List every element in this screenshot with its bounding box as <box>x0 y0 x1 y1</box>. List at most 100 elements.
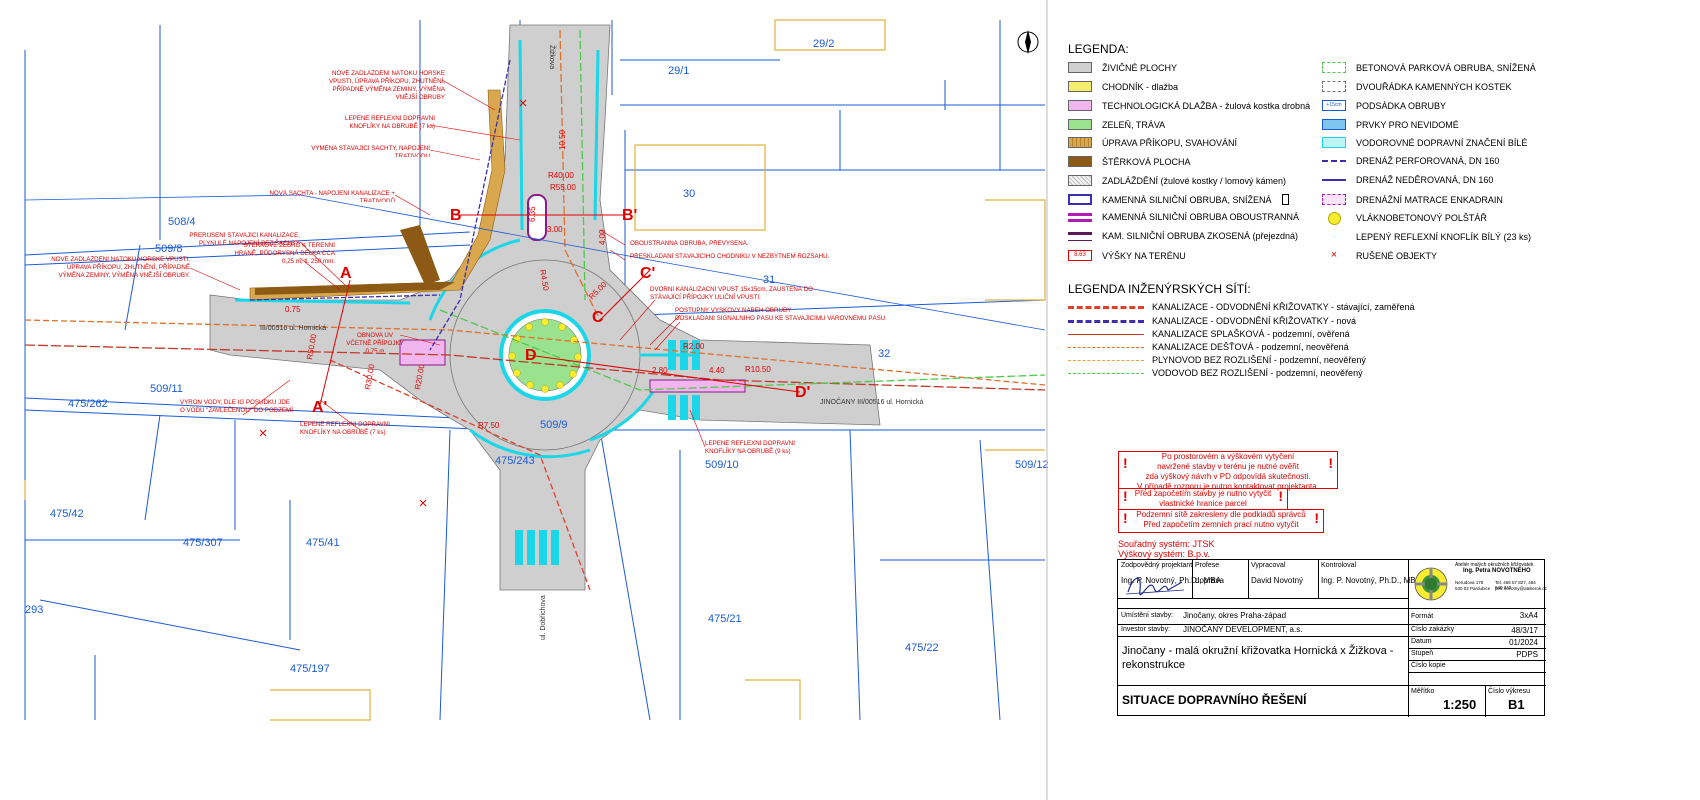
parcel-label: 475/42 <box>50 508 84 520</box>
utility-item: KANALIZACE DEŠŤOVÁ - podzemní, neověřená <box>1068 342 1349 352</box>
annotation-note: OBNOVA UV VČETNĚ PŘÍPOJKY 0,75 m <box>346 332 404 352</box>
utility-item: KANALIZACE - ODVODNĚNÍ KŘIŽOVATKY - nová <box>1068 316 1356 326</box>
legend-swatch <box>1068 62 1092 73</box>
legend-swatch <box>1322 160 1346 162</box>
drawing-title: SITUACE DOPRAVNÍHO ŘEŠENÍ <box>1122 693 1307 707</box>
annotation-note: POSTUPNÝ VÝŠKOVÝ NÁBĚH OBRUBY <box>675 307 792 314</box>
utility-item: KANALIZACE - ODVODNĚNÍ KŘIŽOVATKY - stáv… <box>1068 302 1415 312</box>
legend-item: ÚPRAVA PŘÍKOPU, SVAHOVÁNÍ <box>1068 137 1237 148</box>
parcel-label: 508/4 <box>168 216 196 228</box>
dimension: 4.40 <box>709 366 725 375</box>
parcel-label: 475/41 <box>306 537 340 549</box>
parcel-label: 475/197 <box>290 663 330 675</box>
splitter-islands <box>399 194 746 393</box>
legend-item: KAMENNÁ SILNIČNÍ OBRUBA OBOUSTRANNÁ <box>1068 212 1299 222</box>
legend-item: DVOUŘÁDKA KAMENNÝCH KOSTEK <box>1322 81 1512 92</box>
label-drawn-by: Vypracoval <box>1251 562 1286 569</box>
coordinate-system: Souřadný systém: JTSK <box>1118 539 1215 549</box>
legend-swatch <box>1322 137 1346 148</box>
section-mark: D <box>525 347 537 364</box>
legend-title: LEGENDA: <box>1068 42 1129 56</box>
legend-item: DRENÁŽ NEDĚROVANÁ, DN 160 <box>1322 175 1493 185</box>
parcel-label: 475/22 <box>905 642 939 654</box>
parcel-label: 475/307 <box>183 537 223 549</box>
section-mark: A' <box>312 399 327 416</box>
profession: doprava <box>1195 576 1224 585</box>
section-mark: B <box>450 207 462 224</box>
legend-item: TECHNOLOGICKÁ DLAŽBA - žulová kostka dro… <box>1068 100 1310 111</box>
parcel-label: 475/243 <box>495 455 535 467</box>
legend-swatch <box>1322 179 1346 181</box>
height-system: Výškový systém: B.p.v. <box>1118 549 1210 559</box>
legend-item: ·LEPENÝ REFLEXNÍ KNOFLÍK BÍLÝ (23 ks) <box>1322 231 1532 242</box>
annotation-note: ŠTĚRKOVÉ ŽEBRO K TERÉNNÍ HRANĚ, PŮDORYSN… <box>234 242 335 265</box>
legend-swatch: · <box>1332 231 1336 241</box>
central-island <box>449 259 641 451</box>
legend-item: ŽIVIČNÉ PLOCHY <box>1068 62 1177 73</box>
legend-swatch <box>1068 137 1092 148</box>
podsadka-sample: +15cm <box>1322 100 1346 111</box>
north-arrow-icon <box>1017 30 1039 54</box>
parcel-label: 29/1 <box>668 65 689 77</box>
label-responsible-designer: Zodpovědný projektant <box>1121 562 1193 569</box>
dimension: 10.50 <box>558 129 567 150</box>
scale: 1:250 <box>1443 697 1477 712</box>
section-mark: C <box>592 309 604 326</box>
legend-swatch <box>1322 119 1346 130</box>
section-mark: B' <box>622 207 637 224</box>
annotation-note: VÝRON VODY, DLE IG POSUDKU JDE O VODU "Z… <box>180 399 293 414</box>
dimension: R55.00 <box>550 183 576 192</box>
company-stamp: Ateliér malých okružních křižovatek Ing.… <box>1411 562 1547 606</box>
parcel-label: 509/12 <box>1015 459 1049 471</box>
drawing-number: B1 <box>1508 697 1525 712</box>
label-stage: Stupeň <box>1411 650 1434 657</box>
dimension: R7.50 <box>478 421 500 430</box>
removed-objects <box>259 99 527 507</box>
utility-line-sample <box>1068 346 1144 348</box>
legend-item: DRENÁŽ PERFOROVANÁ, DN 160 <box>1322 156 1499 166</box>
legend-swatch <box>1068 100 1092 111</box>
utility-line-sample <box>1068 305 1144 309</box>
legend-item: VLÁKNOBETONOVÝ POLŠTÁŘ <box>1322 212 1487 225</box>
legend-item: KAMENNÁ SILNIČNÍ OBRUBA, SNÍŽENÁ <box>1068 194 1289 205</box>
section-lines <box>319 214 801 406</box>
dimension: 3.00 <box>547 225 563 234</box>
parcel-boundaries <box>24 20 1046 721</box>
legend-swatch <box>1068 81 1092 92</box>
annotation-note: NOVÁ ŠACHTA - NAPOJENÍ KANALIZACE + TRAT… <box>269 190 395 202</box>
label-profession: Profese <box>1195 562 1220 569</box>
dimension: R4.50 <box>538 269 551 292</box>
legend-swatch <box>1068 156 1092 167</box>
utilities-legend-title: LEGENDA INŽENÝRSKÝCH SÍTÍ: <box>1068 282 1251 296</box>
responsible-designer: Ing. P. Novotný, Ph.D., MBA <box>1121 576 1221 585</box>
dimension: 4.00 <box>598 229 607 245</box>
stage: PDPS <box>1516 650 1538 659</box>
legend-item: CHODNÍK - dlažba <box>1068 81 1178 92</box>
legend-item: VODOROVNÉ DOPRAVNÍ ZNAČENÍ BÍLÉ <box>1322 137 1527 148</box>
parcel-label: 29/2 <box>813 38 834 50</box>
date: 01/2024 <box>1509 638 1538 647</box>
warning-icon: ! <box>1123 510 1128 526</box>
warning-box-verification: ! ! Po prostorovém a výškovém vytyčení n… <box>1118 451 1338 491</box>
parcel-label: 475/262 <box>68 398 108 410</box>
signature <box>1125 577 1185 596</box>
dimension: R40.00 <box>548 171 574 180</box>
label-location: Umístění stavby: <box>1121 612 1174 619</box>
annotation-note: NOVĚ ZADLÁŽDĚNÍ NÁTOKU HORSKÉ VPUSTI, ÚP… <box>51 256 190 279</box>
parcel-label: 31 <box>763 274 775 286</box>
curb-end-icon <box>1281 194 1289 205</box>
utility-line-sample <box>1068 319 1144 323</box>
annotation-note: LEPENÉ REFLEXNÍ DOPRAVNÍ KNOFLÍKY NA OBR… <box>705 440 795 455</box>
label-scale: Měřítko <box>1411 688 1435 695</box>
order-number: 48/3/17 <box>1511 626 1538 635</box>
parcel-label: 32 <box>878 348 890 360</box>
utility-item: PLYNOVOD BEZ ROZLIŠENÍ - podzemní, neově… <box>1068 355 1366 365</box>
dimension: 6.35 <box>528 206 537 222</box>
legend-swatch <box>1068 175 1092 186</box>
annotation-note: NOVĚ ZADLÁŽDĚNÍ NÁTOKU HORSKÉ VPUSTI, ÚP… <box>329 70 445 101</box>
annotation-note: OBOUSTRANNÁ OBRUBA, PŘEVÝŠENÁ. <box>630 240 749 247</box>
utility-item: KANALIZACE SPLAŠKOVÁ - podzemní, ověřená <box>1068 329 1350 339</box>
buildings <box>24 19 1046 721</box>
annotation-note: LEPENÉ REFLEXNÍ DOPRAVNÍ KNOFLÍKY NA OBR… <box>345 115 435 130</box>
label-order-number: Číslo zakázky <box>1411 626 1455 633</box>
